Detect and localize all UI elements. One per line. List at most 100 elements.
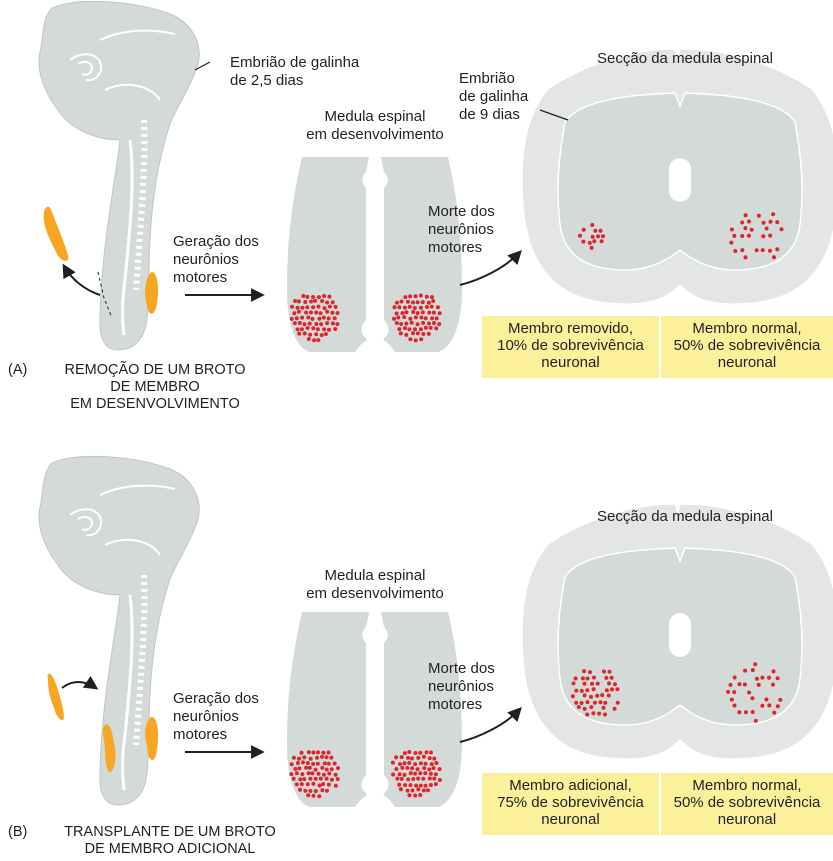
neuron-dot xyxy=(419,761,423,765)
neuron-dot xyxy=(414,294,418,298)
neuron-dot xyxy=(421,777,425,781)
neuron-dot xyxy=(325,321,329,325)
neuron-dot xyxy=(395,777,399,781)
neuron-dot xyxy=(335,322,339,326)
neuron-dot xyxy=(406,777,410,781)
neuron-dot xyxy=(300,306,304,310)
neuron-dot xyxy=(762,221,766,225)
neuron-dot xyxy=(740,248,744,252)
neuron-dot xyxy=(411,331,415,335)
spinal-cord-section-b xyxy=(523,505,833,759)
neuron-dot xyxy=(732,234,736,238)
transplant-arrow xyxy=(62,682,96,688)
neuron-dot xyxy=(325,310,329,314)
neuron-dot xyxy=(400,766,404,770)
neuron-dot xyxy=(408,337,412,341)
developing-cord-label-a: Medula espinal em desenvolvimento xyxy=(290,108,460,144)
neuron-dot xyxy=(424,784,428,788)
neuron-dot xyxy=(325,301,329,305)
neuron-dot xyxy=(729,683,733,687)
neuron-dot xyxy=(419,784,423,788)
neuron-dot xyxy=(747,234,751,238)
neuron-dot xyxy=(771,212,775,216)
neuron-dot xyxy=(311,762,315,766)
death-label-b: Morte dos neurônios motores xyxy=(428,660,495,714)
neuron-dot xyxy=(322,327,326,331)
neuron-dot xyxy=(424,762,428,766)
neuron-dot xyxy=(307,771,311,775)
neuron-dot xyxy=(432,777,436,781)
neuron-dot xyxy=(768,249,772,253)
neuron-dot xyxy=(298,766,302,770)
embryo-9-days-label: Embrião de galinha de 9 dias xyxy=(459,70,528,124)
neuron-dot xyxy=(325,777,329,781)
neuron-dot xyxy=(419,294,423,298)
neuron-dot xyxy=(407,793,411,797)
neuron-dot xyxy=(610,687,614,691)
neuron-dot xyxy=(395,312,399,316)
neuron-dot xyxy=(290,762,294,766)
neuron-dot xyxy=(757,683,761,687)
neuron-dot xyxy=(302,755,306,759)
neuron-dot xyxy=(311,305,315,309)
neuron-dot xyxy=(588,241,592,245)
neuron-dot xyxy=(297,332,301,336)
neuron-dot xyxy=(437,322,441,326)
neuron-dot xyxy=(428,756,432,760)
neuron-dot xyxy=(296,761,300,765)
generation-label-a: Geração dos neurônios motores xyxy=(173,233,259,287)
neuron-dot xyxy=(292,777,296,781)
neuron-dot xyxy=(311,295,315,299)
neuron-dot xyxy=(761,234,765,238)
neuron-dot xyxy=(329,756,333,760)
neuron-dot xyxy=(303,300,307,304)
neuron-dot xyxy=(305,305,309,309)
neuron-dot xyxy=(391,773,395,777)
neuron-dot xyxy=(615,687,619,691)
neuron-dot xyxy=(776,704,780,708)
neuron-dot xyxy=(313,299,317,303)
neuron-dot xyxy=(327,317,331,321)
neuron-dot xyxy=(330,767,334,771)
neuron-dot xyxy=(571,694,575,698)
neuron-dot xyxy=(307,337,311,341)
neuron-dot xyxy=(421,321,425,325)
neuron-dot xyxy=(404,322,408,326)
neuron-dot xyxy=(314,322,318,326)
neuron-dot xyxy=(414,784,418,788)
neuron-dot xyxy=(398,772,402,776)
neuron-dot xyxy=(292,756,296,760)
neuron-dot xyxy=(317,305,321,309)
neuron-dot xyxy=(432,321,436,325)
neuron-dot xyxy=(413,772,417,776)
neuron-dot xyxy=(314,332,318,336)
neuron-dot xyxy=(572,681,576,685)
neuron-dot xyxy=(426,788,430,792)
neuron-dot xyxy=(320,788,324,792)
neuron-dot xyxy=(317,772,321,776)
neuron-dot xyxy=(308,789,312,793)
neuron-dot xyxy=(317,794,321,798)
neuron-dot xyxy=(775,220,779,224)
neuron-dot xyxy=(757,214,761,218)
neuron-dot xyxy=(778,698,782,702)
embryo-2-5-days-a xyxy=(39,1,199,350)
neuron-dot xyxy=(411,788,415,792)
neuron-dot xyxy=(768,234,772,238)
neuron-dot xyxy=(306,316,310,320)
neuron-dot xyxy=(750,228,754,232)
neuron-dot xyxy=(434,326,438,330)
neuron-dot xyxy=(320,755,324,759)
neuron-dot xyxy=(395,301,399,305)
neuron-dot xyxy=(297,310,301,314)
neuron-dot xyxy=(414,338,418,342)
neuron-dot xyxy=(318,784,322,788)
neuron-dot xyxy=(411,301,415,305)
neuron-dot xyxy=(431,299,435,303)
neuron-dot xyxy=(322,316,326,320)
neuron-dot xyxy=(574,689,578,693)
neuron-dot xyxy=(593,701,597,705)
neuron-dot xyxy=(400,755,404,759)
death-label-a: Morte dos neurônios motores xyxy=(428,203,495,257)
neuron-dot xyxy=(403,783,407,787)
